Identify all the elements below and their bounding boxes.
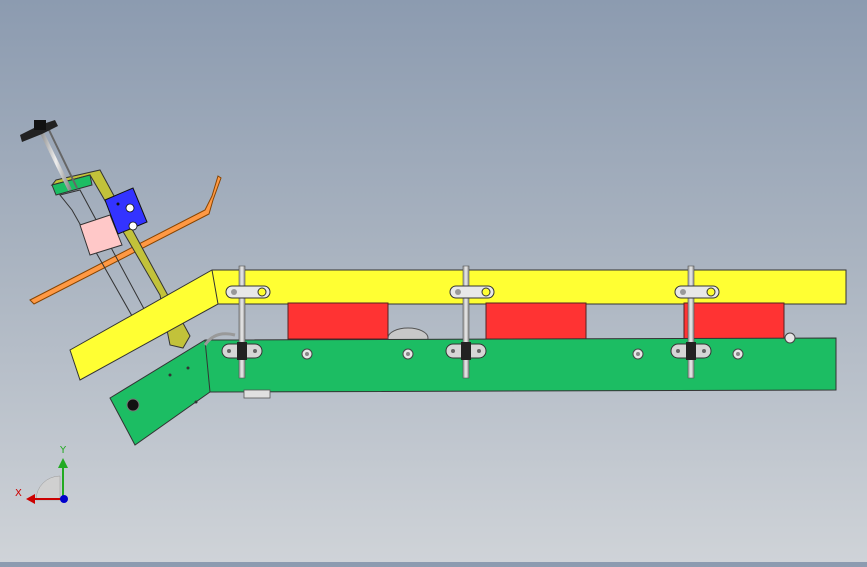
red-block-1[interactable] <box>287 302 389 340</box>
coordinate-triad-icon: Y X <box>15 445 68 504</box>
green-frame[interactable] <box>109 337 837 446</box>
x-axis-label: X <box>15 488 22 499</box>
adjuster-screw[interactable] <box>40 129 78 191</box>
t-handle-knob-icon[interactable] <box>20 120 58 142</box>
frame-bolt-4[interactable] <box>732 348 744 360</box>
red-block-3[interactable] <box>683 302 785 340</box>
shaft-assembly-2[interactable] <box>445 265 495 379</box>
blue-block[interactable] <box>104 187 148 235</box>
orange-guide-plate[interactable] <box>29 175 222 305</box>
frame-bolt-2[interactable] <box>402 348 414 360</box>
shaft-assembly-3[interactable] <box>670 265 720 379</box>
y-axis-label: Y <box>59 445 67 456</box>
frame-bolt-3[interactable] <box>632 348 644 360</box>
red-block-2[interactable] <box>485 302 587 340</box>
pink-block[interactable] <box>79 214 123 256</box>
curved-support[interactable] <box>203 332 236 346</box>
frame-bolt-5[interactable] <box>784 332 796 344</box>
shaft-assembly-1[interactable] <box>221 265 271 379</box>
frame-bolt-1[interactable] <box>301 348 313 360</box>
